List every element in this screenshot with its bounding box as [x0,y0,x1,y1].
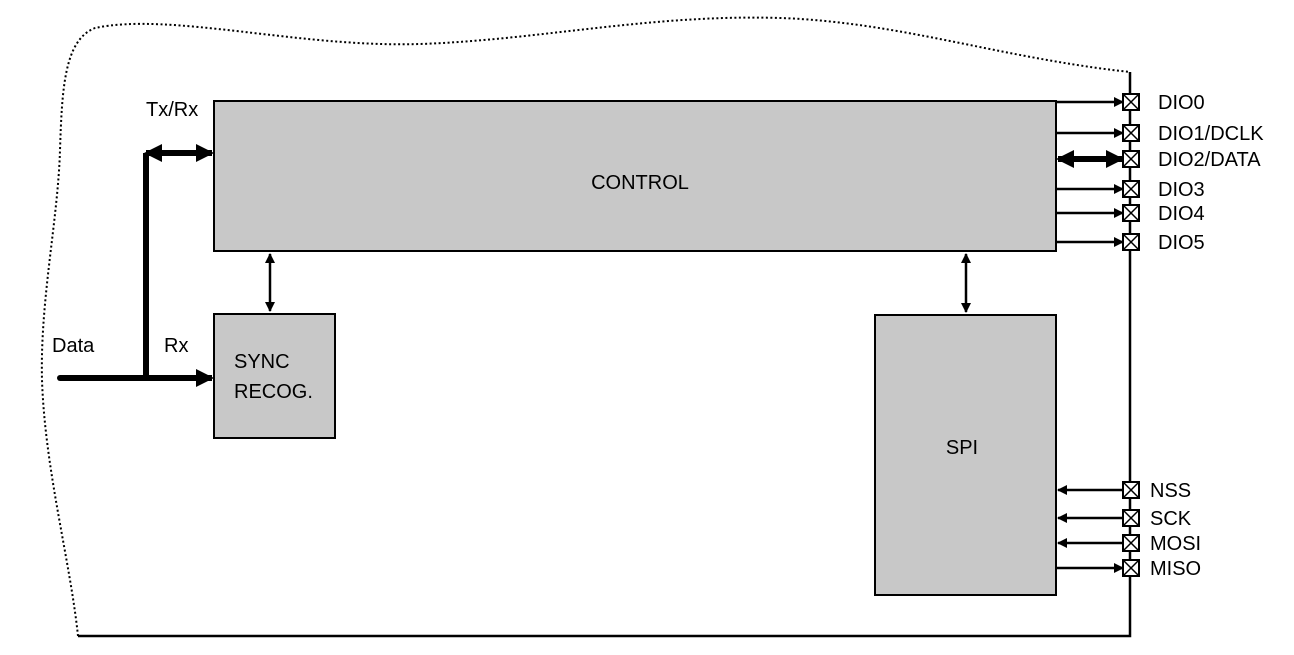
data-label: Data [52,335,95,357]
rx-label: Rx [164,335,188,357]
control-block [213,100,1057,252]
dio-5-pad [1122,233,1140,251]
control-label: CONTROL [591,172,689,194]
dio-pin-label: DIO0 [1158,92,1205,114]
sync-label-line2: RECOG. [234,381,313,403]
sync-recog-block [213,313,336,439]
dio-pin-label: DIO3 [1158,179,1205,201]
dio-3-pad [1122,180,1140,198]
txrx-label: Tx/Rx [146,99,198,121]
spi-2-pad [1122,534,1140,552]
spi-label: SPI [946,437,978,459]
spi-pin-label: NSS [1150,480,1191,502]
dio-1-pad [1122,124,1140,142]
spi-pin-label: SCK [1150,508,1192,530]
spi-1-pad [1122,509,1140,527]
dio-pin-label: DIO4 [1158,203,1205,225]
chip-boundary-solid [78,72,1132,638]
dio-pin-label: DIO5 [1158,232,1205,254]
spi-0-pad [1122,481,1140,499]
spi-pin-label: MISO [1150,558,1201,580]
sync-label-line1: SYNC [234,351,290,373]
pin-pads [1122,93,1140,577]
dio-4-pad [1122,204,1140,222]
dio-0-pad [1122,93,1140,111]
spi-block [874,314,1057,596]
spi-pin-label: MOSI [1150,533,1201,555]
dio-pin-label: DIO1/DCLK [1158,123,1264,145]
dio-2-pad [1122,150,1140,168]
spi-3-pad [1122,559,1140,577]
dio-pin-label: DIO2/DATA [1158,149,1261,171]
